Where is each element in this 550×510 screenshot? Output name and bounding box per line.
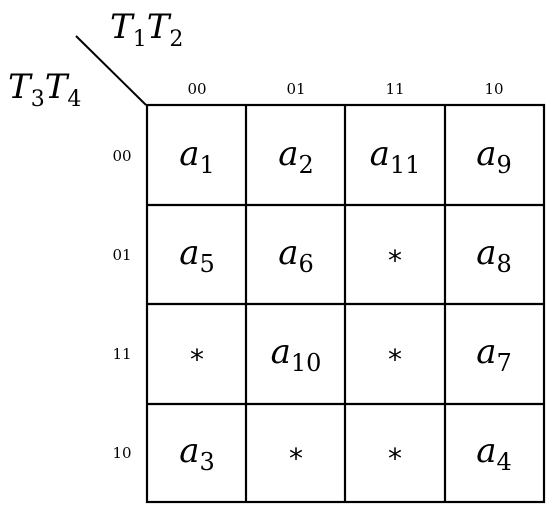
dont-care-cell: *: [388, 442, 402, 475]
dont-care-cell: *: [190, 343, 204, 376]
cell: a7: [476, 332, 512, 377]
column-label: 11: [385, 80, 404, 98]
column-label: 01: [286, 80, 305, 98]
grid: [145, 103, 546, 504]
row-label: 01: [112, 246, 131, 264]
cell: a5: [179, 233, 215, 278]
column-labels: 00 01 11 10: [187, 80, 503, 98]
row-labels: 00 01 11 10: [112, 147, 131, 462]
cell: a10: [271, 332, 322, 377]
cell: a4: [476, 431, 512, 476]
cell: a11: [370, 134, 421, 179]
top-variable-label: T1T2: [110, 7, 183, 52]
corner-diagonal: [75, 35, 147, 106]
cell: a9: [476, 134, 512, 179]
dont-care-cell: *: [388, 244, 402, 277]
cell: a3: [179, 431, 215, 476]
left-variable-label: T3T4: [8, 67, 81, 112]
row-label: 11: [112, 345, 131, 363]
column-label: 10: [484, 80, 503, 98]
column-label: 00: [187, 80, 206, 98]
cell: a6: [278, 233, 314, 278]
row-label: 00: [112, 147, 131, 165]
cell: a8: [476, 233, 512, 278]
dont-care-cell: *: [388, 343, 402, 376]
dont-care-cell: *: [289, 442, 303, 475]
cell: a1: [179, 134, 215, 179]
row-label: 10: [112, 444, 131, 462]
cell: a2: [278, 134, 314, 179]
cells: a1 a2 a11 a9 a5 a6 * a8 * a10 * a7 a3 * …: [179, 134, 512, 476]
